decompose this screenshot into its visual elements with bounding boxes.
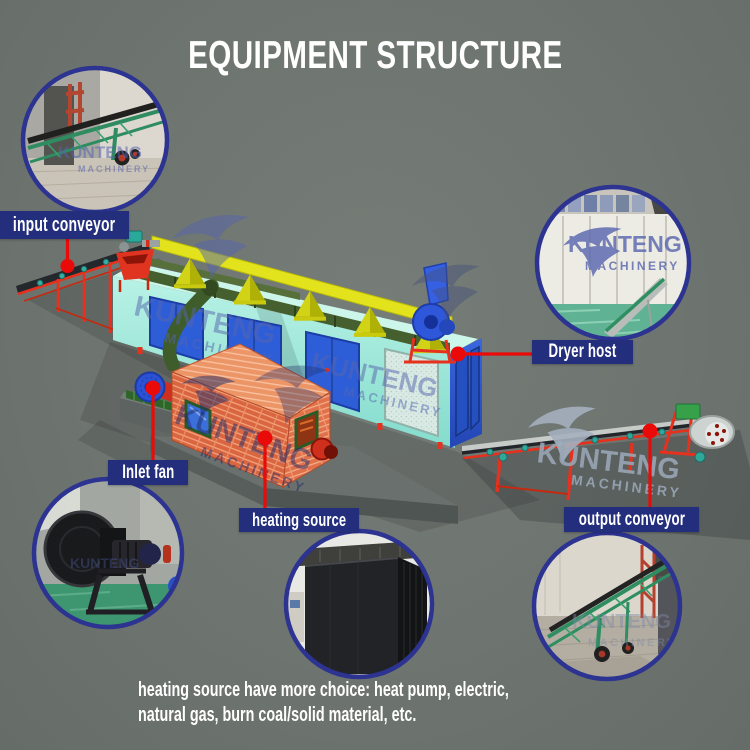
label-inlet-fan: Inlet fan	[108, 460, 188, 485]
svg-text:KUNTENG: KUNTENG	[568, 231, 682, 257]
svg-text:MACHINERY: MACHINERY	[588, 637, 677, 649]
circle-ring-heating	[283, 528, 435, 680]
connector-dot-input	[60, 259, 75, 273]
photo-dryer-host: KUNTENG MACHINERY	[538, 188, 688, 338]
circle-ring-output	[531, 530, 683, 682]
photo-inlet-fan: KUNTENG	[35, 480, 181, 626]
connector-dot-heating	[257, 430, 273, 446]
down-pipe	[162, 279, 219, 372]
connector-dot-dryer	[450, 346, 466, 362]
footer-line-1: heating source have more choice: heat pu…	[138, 678, 509, 701]
heating-source-3d: KUNTENG MACHINERY	[170, 343, 338, 496]
footer-line-2: natural gas, burn coal/solid material, e…	[138, 702, 417, 726]
label-heating-source: heating source	[239, 508, 359, 532]
svg-text:MACHINERY: MACHINERY	[78, 164, 150, 174]
callout-dots	[60, 259, 658, 446]
callout-connectors	[65, 238, 652, 508]
footer-note: heating source have more choice: heat pu…	[138, 678, 668, 727]
label-output-conveyor: output conveyor	[564, 507, 699, 532]
circle-ring-dryer	[534, 184, 692, 342]
svg-text:MACHINERY: MACHINERY	[585, 259, 680, 273]
svg-text:KUNTENG: KUNTENG	[572, 611, 671, 633]
label-dryer-host: Dryer host	[532, 340, 633, 364]
svg-text:KUNTENG: KUNTENG	[58, 143, 142, 162]
page-title: EQUIPMENT STRUCTURE	[187, 34, 563, 77]
feed-hopper-3d	[116, 230, 160, 292]
connector-dot-inlet	[145, 380, 161, 396]
label-input-conveyor: input conveyor	[0, 211, 129, 239]
watermark-photo-dryer: KUNTENG MACHINERY	[563, 227, 682, 277]
svg-text:KUNTENG: KUNTENG	[70, 555, 139, 571]
connector-dot-output	[642, 423, 658, 439]
